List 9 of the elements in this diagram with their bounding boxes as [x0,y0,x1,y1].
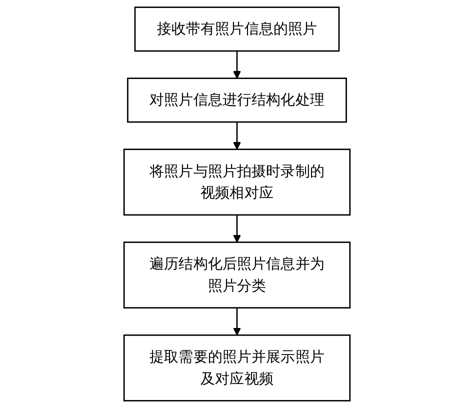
arrow [233,308,241,336]
arrow [233,214,241,243]
node-box: 提取需要的照片并展示照片及对应视频 [123,334,351,402]
node-box: 对照片信息进行结构化处理 [127,78,347,123]
node-box: 将照片与照片拍摄时录制的视频相对应 [123,148,351,216]
arrow [233,122,241,150]
node-box: 遍历结构化后照片信息并为照片分类 [123,242,351,308]
node-box: 接收带有照片信息的照片 [134,6,340,52]
arrow [233,51,241,79]
